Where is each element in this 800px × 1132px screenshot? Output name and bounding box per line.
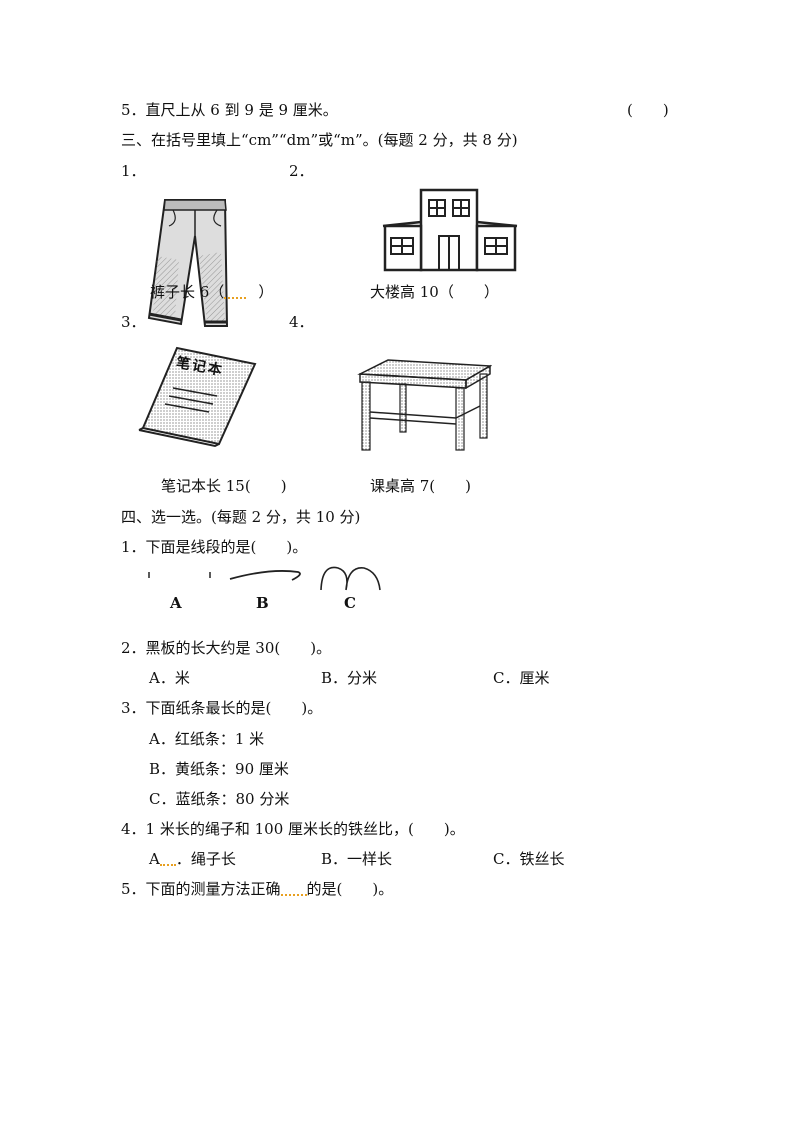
q4-1: 1．下面是线段的是( )。 [121, 538, 308, 556]
caption-pants: 裤子长 6（ ） [150, 283, 273, 301]
item-number-4: 4． [289, 313, 314, 331]
item-number-2: 2． [289, 162, 314, 180]
q4-2-option-c: C．厘米 [493, 669, 550, 687]
item-number-1: 1． [121, 162, 146, 180]
section-3-title: 三、在括号里填上“cm”“dm”或“m”。(每题 2 分，共 8 分) [121, 131, 518, 149]
item-number-3: 3． [121, 313, 146, 331]
annotation-squiggle [280, 890, 307, 896]
q4-5-text-start: 5．下面的测量方法正确 [121, 880, 281, 898]
q4-1-label-b: B [256, 594, 269, 612]
q4-5: 5．下面的测量方法正确 的是( )。 [121, 880, 393, 898]
annotation-squiggle [159, 860, 176, 866]
q4-4-option-a-letter: A [149, 850, 160, 868]
q4-2-option-a: A．米 [149, 669, 190, 687]
q-judge-5: 5．直尺上从 6 到 9 是 9 厘米。 [121, 101, 338, 119]
caption-pants-close: ） [258, 283, 274, 301]
q4-4: 4．1 米长的绳子和 100 厘米长的铁丝比，( )。 [121, 820, 465, 838]
q-judge-5-paren: ( ) [627, 101, 669, 119]
q4-3-option-a: A．红纸条：1 米 [149, 730, 265, 748]
q4-3-option-c: C．蓝纸条：80 分米 [149, 790, 290, 808]
line-figures [148, 566, 381, 591]
q4-2: 2．黑板的长大约是 30( )。 [121, 639, 332, 657]
building-image [382, 188, 518, 272]
caption-pants-text: 裤子长 6（ [150, 283, 225, 301]
annotation-squiggle [224, 293, 247, 299]
q4-5-text-end: 的是( )。 [306, 880, 394, 898]
caption-desk: 课桌高 7( ) [370, 477, 472, 495]
pants-image [147, 199, 229, 327]
notebook-image [138, 346, 257, 448]
q4-1-label-c: C [344, 594, 356, 612]
q4-4-option-a: A ．绳子长 [149, 850, 236, 868]
q4-1-label-a: A [170, 594, 182, 612]
q4-4-option-a-text: ．绳子长 [175, 850, 236, 868]
caption-notebook: 笔记本长 15( ) [161, 477, 287, 495]
q4-3: 3．下面纸条最长的是( )。 [121, 699, 323, 717]
q4-3-option-b: B．黄纸条：90 厘米 [149, 760, 289, 778]
q4-4-option-b: B．一样长 [321, 850, 393, 868]
section-4-title: 四、选一选。(每题 2 分，共 10 分) [121, 508, 361, 526]
caption-building: 大楼高 10（ ） [370, 283, 499, 301]
q4-4-option-c: C．铁丝长 [493, 850, 565, 868]
desk-image [357, 359, 492, 451]
q4-2-option-b: B．分米 [321, 669, 378, 687]
